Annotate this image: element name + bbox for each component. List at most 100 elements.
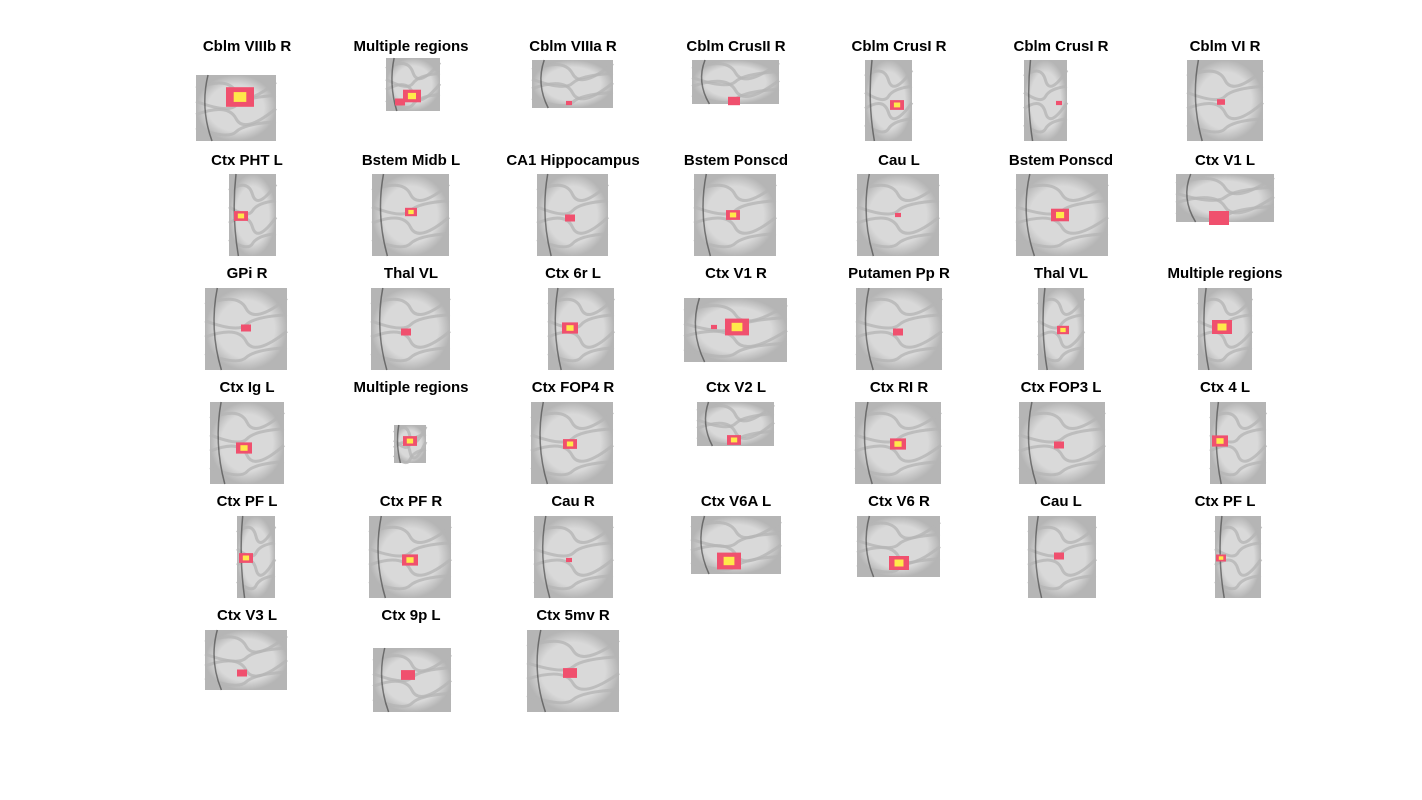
sulcus-line bbox=[1027, 558, 1098, 577]
activation-peak bbox=[894, 441, 902, 447]
slice-panel: Ctx FOP3 L bbox=[986, 379, 1136, 491]
activation-peak bbox=[730, 437, 738, 443]
sulcus-line bbox=[536, 216, 610, 235]
sulcus-line bbox=[864, 117, 913, 134]
sulcus-line bbox=[526, 655, 620, 672]
tissue-edge bbox=[1194, 59, 1203, 142]
sulcus-line bbox=[854, 444, 942, 463]
slice-panel: Ctx V6A L bbox=[661, 493, 811, 605]
sulcus-line bbox=[236, 574, 276, 591]
sulcus-line bbox=[371, 183, 450, 202]
slice-panel: Cblm VIIIa R bbox=[498, 38, 648, 150]
activation-peak bbox=[408, 209, 414, 215]
slice-panel: Ctx V1 R bbox=[661, 265, 811, 377]
sulcus-line bbox=[1197, 330, 1254, 349]
sulcus-line bbox=[1023, 84, 1068, 102]
mri-slice-image bbox=[385, 57, 442, 112]
panel-title: Ctx FOP3 L bbox=[1020, 379, 1102, 396]
panel-title: Cblm CrusI R bbox=[1013, 38, 1109, 55]
activation-peak bbox=[723, 556, 735, 566]
tissue-edge bbox=[1025, 173, 1036, 257]
tissue-edge bbox=[1203, 287, 1210, 371]
panel-title: Ctx FOP4 R bbox=[531, 379, 615, 396]
tissue-edge bbox=[554, 287, 562, 371]
slice-panel: Ctx PF L bbox=[172, 493, 322, 605]
sulcus-line bbox=[530, 427, 614, 444]
sulcus-line bbox=[392, 447, 427, 465]
slice-panel: Cau L bbox=[824, 152, 974, 264]
sulcus-line bbox=[547, 313, 615, 330]
sulcus-line bbox=[1186, 84, 1264, 102]
slice-panel: Cblm CrusII R bbox=[661, 38, 811, 150]
panel-title: Thal VL bbox=[1033, 265, 1089, 282]
sulcus-line bbox=[547, 346, 615, 363]
sulcus-line bbox=[530, 411, 614, 430]
sulcus-line bbox=[1037, 297, 1086, 316]
tissue-edge bbox=[865, 173, 875, 257]
mri-slice-image bbox=[1197, 287, 1254, 371]
sulcus-line bbox=[854, 411, 942, 430]
sulcus-line bbox=[372, 691, 452, 708]
tissue-edge bbox=[391, 57, 398, 112]
slice-panel: Bstem Ponscd bbox=[661, 152, 811, 264]
tissue-edge bbox=[700, 515, 710, 575]
mri-slice-image bbox=[209, 401, 285, 485]
activation-peak bbox=[237, 213, 245, 219]
tissue-edge bbox=[217, 401, 226, 485]
mri-slice-image bbox=[195, 74, 277, 142]
mri-slice-image bbox=[1027, 515, 1098, 599]
activation-cluster bbox=[401, 670, 415, 680]
slice-panel: Ctx V1 L bbox=[1150, 152, 1300, 264]
sulcus-line bbox=[864, 101, 914, 121]
sulcus-line bbox=[1037, 346, 1085, 363]
sulcus-line bbox=[693, 232, 777, 249]
tissue-edge bbox=[863, 401, 873, 485]
slice-panel: Ctx Ig L bbox=[172, 379, 322, 491]
slice-panel: Ctx PF L bbox=[1150, 493, 1300, 605]
sulcus-line bbox=[1197, 346, 1253, 363]
sulcus-line bbox=[533, 525, 614, 544]
sulcus-line bbox=[1186, 117, 1264, 134]
slice-panel: Ctx PF R bbox=[336, 493, 486, 605]
tissue-edge bbox=[1186, 173, 1197, 223]
activation-peak bbox=[1216, 438, 1224, 444]
sulcus-line bbox=[683, 329, 788, 348]
sulcus-line bbox=[195, 107, 277, 127]
activation-cluster bbox=[566, 100, 572, 106]
activation-peak bbox=[893, 102, 901, 108]
sulcus-line bbox=[372, 653, 452, 673]
activation-cluster bbox=[565, 214, 575, 222]
slice-panel: Ctx 4 L bbox=[1150, 379, 1300, 491]
tissue-edge bbox=[540, 59, 549, 109]
panel-title: Cau R bbox=[551, 493, 595, 510]
panel-title: Bstem Ponscd bbox=[1008, 152, 1114, 169]
slice-panel: Ctx 6r L bbox=[498, 265, 648, 377]
panel-title: Ctx PHT L bbox=[211, 152, 283, 169]
sulcus-line bbox=[536, 199, 609, 216]
activation-peak bbox=[566, 325, 574, 331]
activation-cluster bbox=[1054, 441, 1064, 449]
sulcus-line bbox=[547, 297, 616, 316]
activation-peak bbox=[1056, 211, 1065, 219]
sulcus-line bbox=[1023, 69, 1069, 88]
sulcus-line bbox=[368, 541, 452, 558]
sulcus-line bbox=[693, 183, 777, 202]
tissue-edge bbox=[544, 173, 552, 257]
sulcus-line bbox=[209, 427, 285, 444]
slice-panel: Ctx V3 L bbox=[172, 607, 322, 719]
sulcus-line bbox=[228, 232, 277, 249]
tissue-edge bbox=[541, 515, 551, 599]
activation-peak bbox=[729, 212, 737, 218]
mri-slice-image bbox=[371, 173, 450, 257]
slice-panel: GPi R bbox=[172, 265, 322, 377]
slice-panel: Thal VL bbox=[986, 265, 1136, 377]
sulcus-line bbox=[1023, 101, 1069, 121]
tissue-edge bbox=[864, 287, 874, 371]
sulcus-line bbox=[1018, 460, 1106, 477]
panel-title: Multiple regions bbox=[353, 38, 469, 55]
activation-cluster bbox=[401, 328, 411, 336]
panel-title: Ctx 5mv R bbox=[536, 607, 610, 624]
activation-cluster bbox=[237, 669, 247, 677]
sulcus-line bbox=[683, 341, 788, 358]
